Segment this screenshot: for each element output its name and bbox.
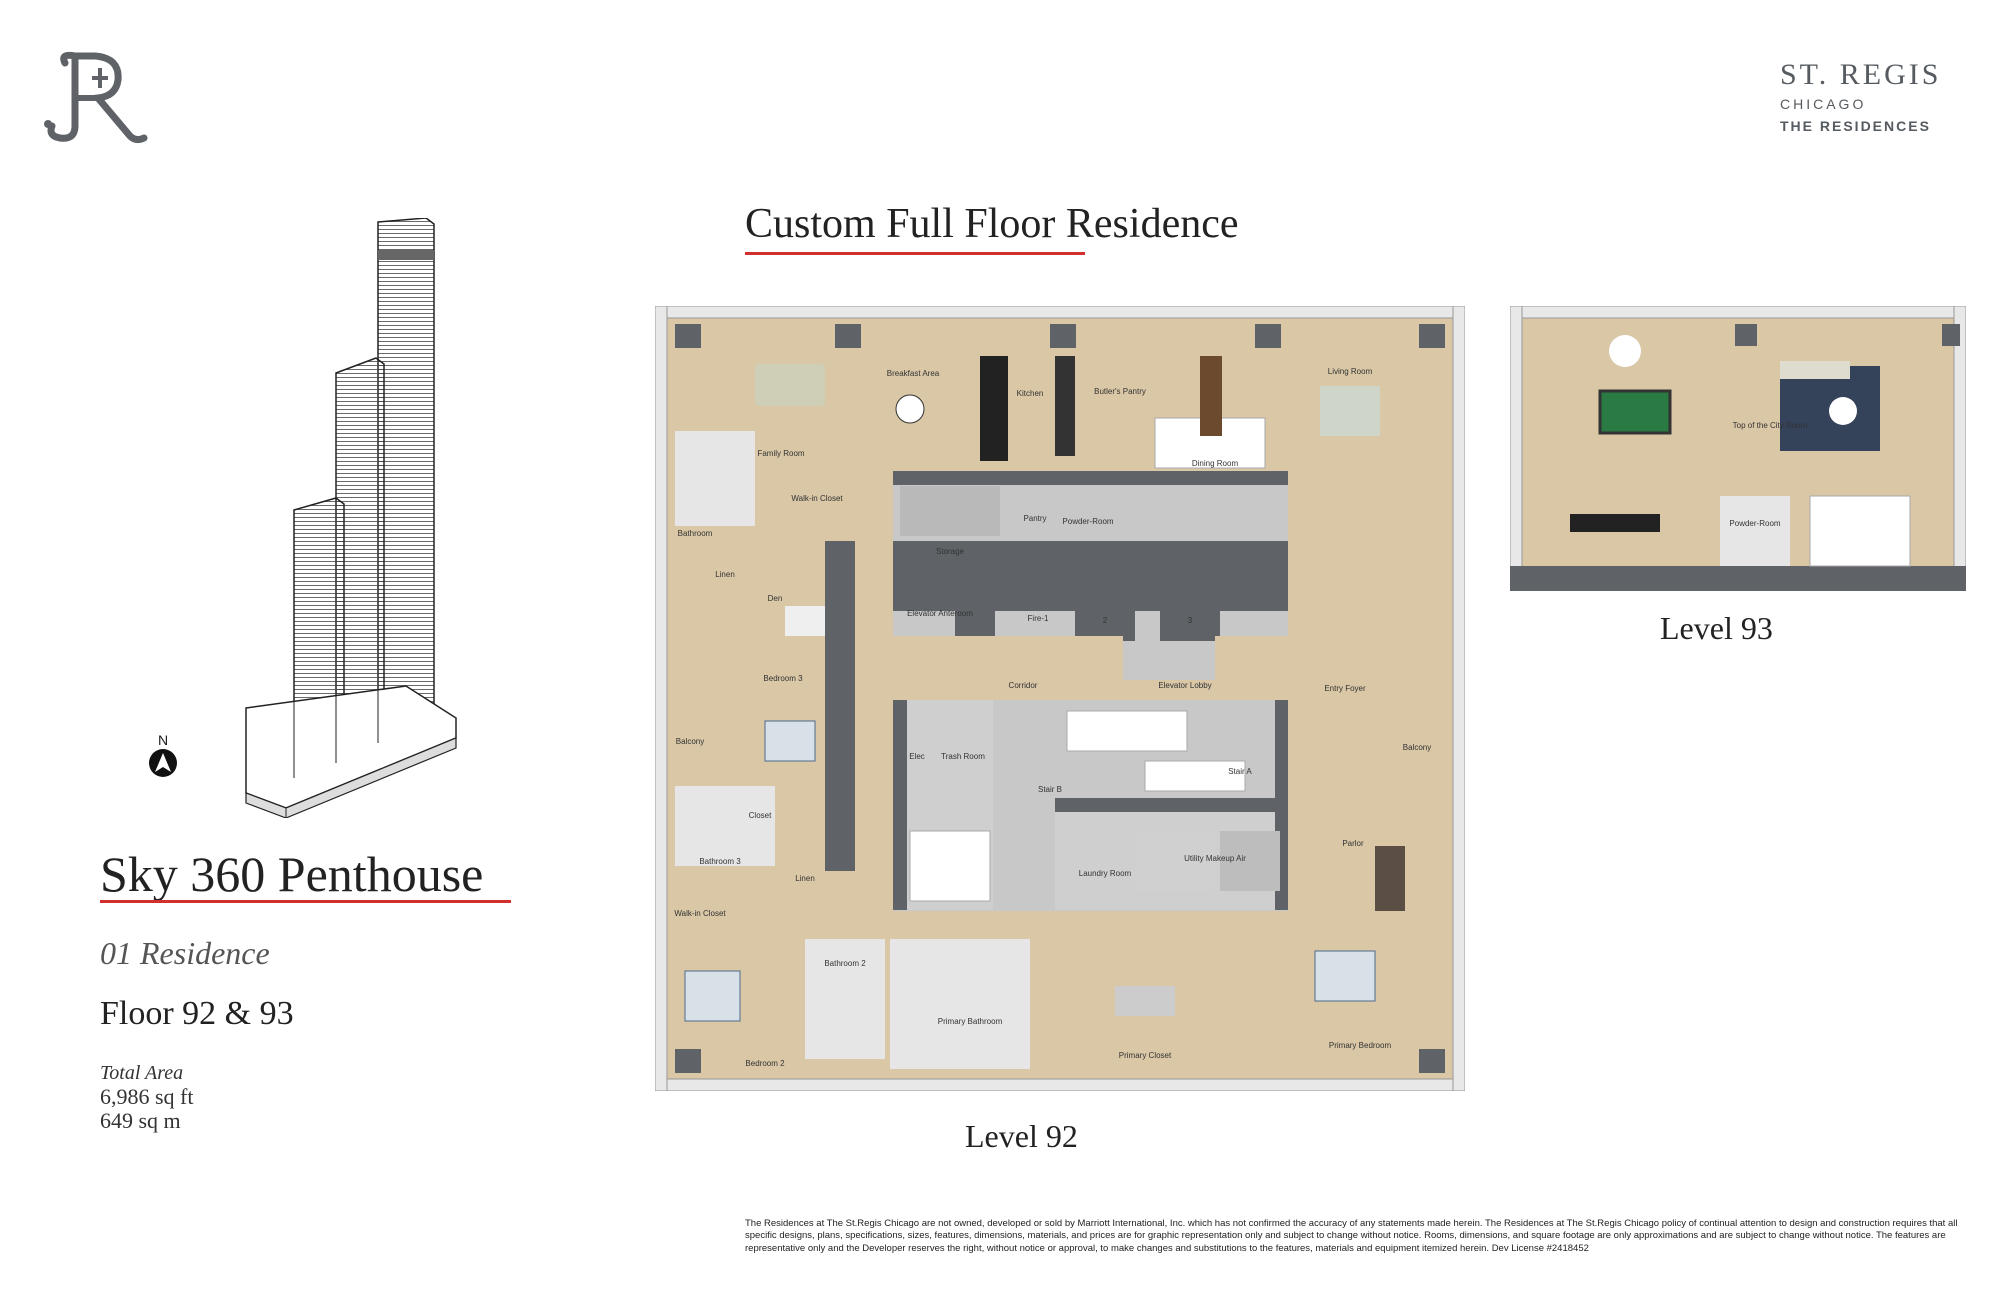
penthouse-title: Sky 360 Penthouse [100, 846, 484, 902]
floor-plan-level-92: Family Room Breakfast Area Kitchen Butle… [655, 306, 1465, 1091]
room-family-room: Family Room [757, 449, 804, 458]
brand-subtitle: THE RESIDENCES [1780, 118, 1931, 134]
room-powder-room-93: Powder-Room [1729, 519, 1780, 528]
room-breakfast-area: Breakfast Area [887, 369, 940, 378]
room-elec: Elec [909, 752, 925, 761]
room-primary-closet: Primary Closet [1119, 1051, 1172, 1060]
main-title: Custom Full Floor Residence [745, 201, 1239, 247]
room-den: Den [768, 594, 783, 603]
north-arrow-icon [149, 749, 177, 777]
room-walkin-closet: Walk-in Closet [791, 494, 843, 503]
level-93-label: Level 93 [1660, 610, 1773, 646]
room-primary-bathroom: Primary Bathroom [938, 1017, 1003, 1026]
level-92-label: Level 92 [965, 1118, 1078, 1154]
room-pantry: Pantry [1023, 514, 1046, 523]
room-elevator-lobby: Elevator Lobby [1158, 681, 1211, 690]
room-closet: Closet [749, 811, 772, 820]
room-kitchen: Kitchen [1017, 389, 1044, 398]
room-dining-room: Dining Room [1192, 459, 1239, 468]
floor-plan-level-93: Top of the City Room Powder-Room [1510, 306, 1966, 591]
tower-illustration [245, 218, 457, 818]
room-utility-makeup-air: Utility Makeup Air [1184, 854, 1246, 863]
total-area-sqm: 649 sq m [100, 1108, 181, 1133]
room-entry-foyer: Entry Foyer [1324, 684, 1366, 693]
room-laundry-room: Laundry Room [1079, 869, 1132, 878]
room-storage: Storage [936, 547, 965, 556]
title-underline [100, 900, 511, 903]
room-bedroom-3: Bedroom 3 [763, 674, 803, 683]
legal-disclaimer: The Residences at The St.Regis Chicago a… [745, 1218, 1958, 1254]
room-parlor: Parlor [1342, 839, 1364, 848]
room-top-of-the-city: Top of the City Room [1733, 421, 1808, 430]
room-living-room: Living Room [1328, 367, 1373, 376]
north-label: N [157, 732, 169, 748]
room-elevator-3: 3 [1188, 616, 1193, 625]
total-area-label: Total Area [100, 1062, 184, 1084]
room-elevator-2: 2 [1103, 616, 1108, 625]
room-elevator-anteroom: Elevator Anteroom [907, 609, 973, 618]
room-corridor: Corridor [1009, 681, 1038, 690]
room-butlers-pantry: Butler's Pantry [1094, 387, 1146, 396]
brand-city: CHICAGO [1780, 96, 1867, 112]
room-bedroom-2: Bedroom 2 [745, 1059, 785, 1068]
brand-name: ST. REGIS [1780, 58, 1942, 91]
room-trash-room: Trash Room [941, 752, 985, 761]
room-stair-a: Stair A [1228, 767, 1252, 776]
room-fire-1: Fire-1 [1028, 614, 1049, 623]
room-powder-room: Powder-Room [1062, 517, 1113, 526]
room-balcony-west: Balcony [676, 737, 704, 746]
residence-label: 01 Residence [100, 935, 270, 971]
room-primary-bedroom: Primary Bedroom [1329, 1041, 1392, 1050]
room-linen-2: Linen [795, 874, 815, 883]
room-walkin-closet-2: Walk-in Closet [674, 909, 726, 918]
room-bathroom-2: Bathroom 2 [824, 959, 866, 968]
floor-label: Floor 92 & 93 [100, 995, 294, 1032]
room-bathroom: Bathroom [678, 529, 713, 538]
st-regis-logo-icon [44, 51, 148, 144]
room-balcony-east: Balcony [1403, 743, 1431, 752]
room-bathroom-3: Bathroom 3 [699, 857, 741, 866]
room-stair-b: Stair B [1038, 785, 1062, 794]
total-area-sqft: 6,986 sq ft [100, 1084, 194, 1109]
north-compass: N [148, 732, 188, 792]
room-linen: Linen [715, 570, 735, 579]
main-title-underline [745, 252, 1085, 255]
brand-wordmark: ST. REGIS CHICAGO THE RESIDENCES [1780, 58, 1960, 134]
